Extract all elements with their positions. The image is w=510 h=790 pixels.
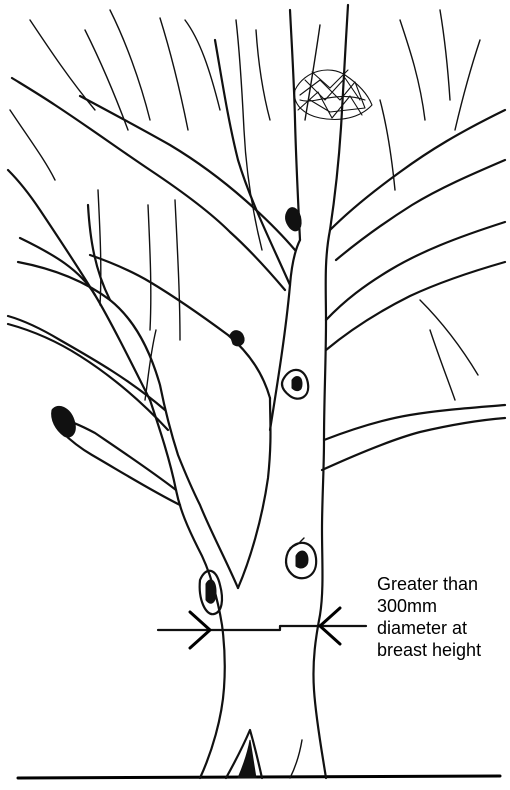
central-branch-3 <box>215 40 290 285</box>
stub-knot <box>52 406 76 437</box>
stub-branch-bottom <box>62 432 180 505</box>
twig-r-4 <box>420 300 478 375</box>
central-branch-6 <box>256 30 270 120</box>
right-limb-low <box>324 405 505 440</box>
annotation-line-2: 300mm <box>377 595 507 617</box>
measurement-annotation: Greater than 300mm diameter at breast he… <box>377 573 507 661</box>
diameter-line <box>158 626 366 630</box>
twig-ul-4 <box>10 110 55 180</box>
twig-ul-2 <box>85 30 128 130</box>
right-limb-low-2 <box>322 418 505 470</box>
trunk-hole-upper <box>282 370 308 399</box>
trunk-hole-lower <box>286 538 316 578</box>
annotation-line-1: Greater than <box>377 573 507 595</box>
trunk-inner-mid <box>270 240 300 430</box>
twig-r-1 <box>440 10 450 100</box>
branch-left-diag <box>8 316 165 410</box>
annotation-line-4: breast height <box>377 639 507 661</box>
left-limb-lower <box>18 262 238 588</box>
branch-left-diag-2 <box>8 324 168 430</box>
upper-left-limb-b <box>12 78 285 290</box>
twig-ul-1 <box>30 20 95 110</box>
ground-line <box>18 776 500 778</box>
left-limb-upper <box>20 238 150 400</box>
right-limb-upper-2 <box>336 160 505 260</box>
branch-far-left-1 <box>8 170 95 295</box>
trunk-inner-left <box>238 398 271 588</box>
annotation-line-3: diameter at <box>377 617 507 639</box>
twig-ul-6 <box>185 20 220 110</box>
twig-left-vert-2 <box>148 205 151 330</box>
knot-fork <box>230 331 244 346</box>
trunk-right-edge <box>313 230 330 778</box>
central-branch-1 <box>290 10 300 240</box>
root-right <box>290 740 302 778</box>
twig-left-vert-3 <box>175 200 180 340</box>
right-limb-upper <box>330 110 505 230</box>
twig-r-6 <box>400 20 425 120</box>
twig-ul-5 <box>160 18 188 130</box>
twig-r-2 <box>455 40 480 130</box>
right-limb-mid-2 <box>326 262 505 350</box>
twig-ul-3 <box>110 10 150 120</box>
twig-r-5 <box>430 330 455 400</box>
twig-left-vert-1 <box>98 190 101 305</box>
